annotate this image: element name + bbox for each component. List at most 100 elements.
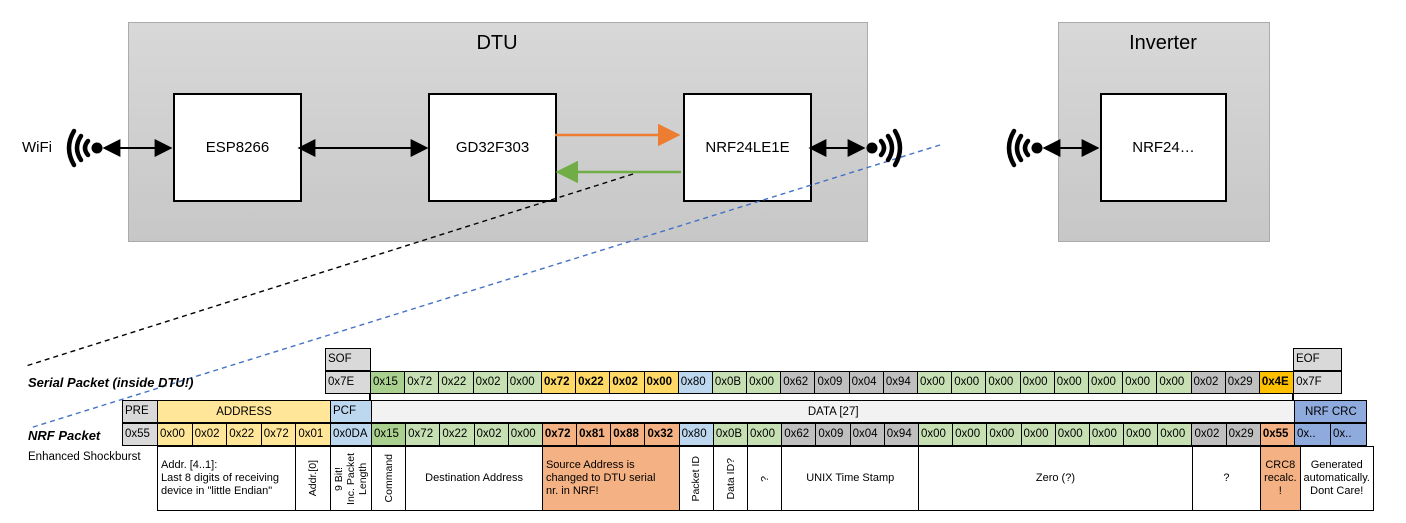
serial-byte-cell: 0x00 [917, 371, 953, 394]
nrf-byte-cell: 0x55 [1259, 423, 1296, 446]
nrf-byte-cell: 0x81 [576, 423, 612, 446]
nrf-byte-cell: 0x88 [610, 423, 646, 446]
sof-header-cell: SOF [325, 348, 371, 371]
nrf-byte-cell: 0x62 [781, 423, 817, 446]
chip-inverter-nrf24: NRF24… [1100, 93, 1227, 202]
serial-byte-cell: 0x00 [746, 371, 782, 394]
serial-byte-cell: 0x15 [370, 371, 406, 394]
address-byte-cell: 0x02 [191, 423, 228, 446]
pre-header-cell: PRE [122, 400, 158, 423]
address-header-cell: ADDRESS [157, 400, 331, 423]
nrf-byte-cell: 0x32 [644, 423, 680, 446]
data-align-line-right [1292, 371, 1294, 424]
serial-byte-cell: 0x00 [1019, 371, 1055, 394]
wifi-icon-inverter [1006, 128, 1043, 168]
serial-byte-cell: 0x02 [1190, 371, 1226, 394]
nrf-byte-cell: 0x22 [439, 423, 475, 446]
data-header-cell: DATA [27] [371, 400, 1296, 423]
crc-byte-cell: 0x.. [1294, 423, 1332, 446]
nrf-byte-cell: 0x00 [986, 423, 1022, 446]
nrf-crc-header-cell: NRF CRC [1294, 400, 1368, 423]
address-byte-cell: 0x22 [226, 423, 262, 446]
serial-byte-cell: 0x94 [882, 371, 918, 394]
nrf-byte-cell: 0x72 [405, 423, 441, 446]
data-align-line-left [369, 371, 371, 424]
annotation-cell: ? [747, 446, 783, 511]
annotation-cell: Source Address is changed to DTU serial … [541, 446, 680, 511]
serial-byte-cell: 0x22 [575, 371, 611, 394]
serial-byte-cell: 0x00 [1053, 371, 1089, 394]
serial-byte-cell: 0x72 [404, 371, 440, 394]
nrf-byte-cell: 0x00 [1088, 423, 1125, 446]
serial-byte-cell: 0x4E [1258, 371, 1295, 394]
serial-byte-cell: 0x29 [1224, 371, 1260, 394]
serial-byte-cell: 0x72 [540, 371, 577, 394]
crc-byte-cell: 0x.. [1330, 423, 1368, 446]
nrf-byte-cell: 0x00 [1157, 423, 1193, 446]
annotation-cell: Data ID? [712, 446, 749, 511]
nrf-byte-cell: 0x29 [1225, 423, 1261, 446]
dtu-title: DTU [476, 32, 518, 54]
nrf-packet-label: NRF Packet [28, 428, 101, 443]
nrf-byte-cell: 0x00 [917, 423, 954, 446]
nrf-byte-cell: 0x0B [712, 423, 749, 446]
serial-byte-cell: 0x62 [780, 371, 816, 394]
annotation-cell: Packet ID [678, 446, 714, 511]
pcf-value-cell: 0x0DA [329, 423, 372, 446]
serial-byte-cell: 0x80 [677, 371, 713, 394]
serial-byte-cell: 0x00 [506, 371, 542, 394]
nrf-byte-cell: 0x02 [1191, 423, 1227, 446]
serial-byte-cell: 0x22 [438, 371, 474, 394]
serial-byte-cell: 0x09 [814, 371, 850, 394]
nrf-byte-cell: 0x00 [747, 423, 783, 446]
serial-byte-cell: 0x00 [643, 371, 679, 394]
sof-value-cell: 0x7E [325, 371, 371, 394]
nrf-byte-cell: 0x72 [541, 423, 578, 446]
pre-value-cell: 0x55 [122, 423, 158, 446]
annotation-cell: Generated automatically. Dont Care! [1299, 446, 1374, 511]
serial-sof-header-row: SOF [325, 348, 371, 371]
serial-byte-cell: 0x0B [711, 371, 748, 394]
annotation-cell: 9 Bit! Inc. Packet Length [329, 446, 372, 511]
annotation-cell: ? [1191, 446, 1262, 511]
eof-header-cell: EOF [1293, 348, 1342, 371]
serial-byte-cell: 0x00 [1087, 371, 1124, 394]
nrf-byte-cell: 0x00 [1054, 423, 1090, 446]
serial-byte-cell: 0x02 [472, 371, 508, 394]
address-byte-cell: 0x72 [260, 423, 297, 446]
annotation-cell: Addr.[0] [295, 446, 331, 511]
wifi-icon-right [866, 128, 903, 168]
wifi-icon-left [66, 128, 103, 168]
serial-packet-label: Serial Packet (inside DTU!) [28, 375, 194, 390]
nrf-byte-cell: 0x94 [883, 423, 919, 446]
serial-byte-cell: 0x00 [1156, 371, 1192, 394]
serial-byte-cell: 0x04 [848, 371, 884, 394]
annotation-cell: Zero (?) [918, 446, 1193, 511]
nrf-byte-cell: 0x09 [815, 423, 851, 446]
annotation-cell: Command [370, 446, 407, 511]
annotation-cell: CRC8 recalc. ! [1260, 446, 1301, 511]
address-byte-cell: 0x00 [157, 423, 193, 446]
serial-byte-cell: 0x02 [609, 371, 645, 394]
nrf-byte-cell: 0x02 [473, 423, 509, 446]
nrf-byte-cell: 0x00 [507, 423, 543, 446]
pcf-header-cell: PCF [330, 400, 372, 423]
serial-byte-cell: 0x00 [1122, 371, 1158, 394]
serial-eof-header-row: EOF [1293, 348, 1342, 371]
chip-nrf24le1e: NRF24LE1E [683, 93, 812, 202]
address-byte-cell: 0x01 [295, 423, 331, 446]
nrf-byte-cell: 0x04 [849, 423, 885, 446]
inverter-title: Inverter [1129, 32, 1197, 54]
nrf-byte-cell: 0x00 [1020, 423, 1056, 446]
serial-byte-cell: 0x00 [951, 371, 987, 394]
serial-byte-cell: 0x00 [985, 371, 1021, 394]
nrf-byte-cell: 0x00 [1123, 423, 1159, 446]
annotation-cell: UNIX Time Stamp [781, 446, 920, 511]
nrf-byte-cell: 0x00 [952, 423, 988, 446]
eof-value-cell: 0x7F [1293, 371, 1343, 394]
annotation-cell: Destination Address [405, 446, 543, 511]
nrf-byte-cell: 0x80 [678, 423, 714, 446]
